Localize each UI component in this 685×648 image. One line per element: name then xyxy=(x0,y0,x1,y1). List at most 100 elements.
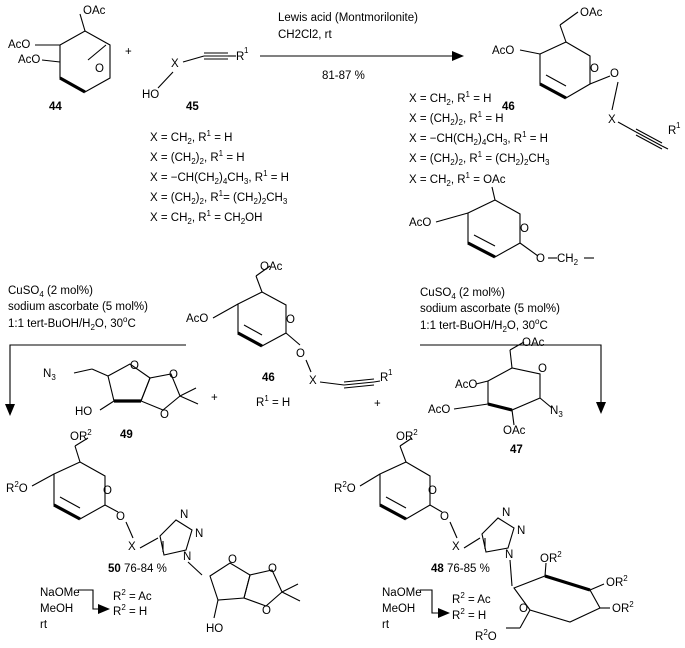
reagent-rt: rt xyxy=(382,619,390,631)
deprotection-right: NaOMe MeOH rt R2 = Ac R2 = H xyxy=(382,587,491,631)
compound-id-46: 46 xyxy=(502,101,515,113)
label-o-a: O xyxy=(268,563,277,575)
label-or2: OR2 xyxy=(70,428,92,443)
plus-sign-left: + xyxy=(211,392,218,404)
label-or2-a: OR2 xyxy=(540,550,562,565)
compound-id-45: 45 xyxy=(186,101,199,113)
label-aco-1: AcO xyxy=(8,39,30,51)
ring-oxygen: O xyxy=(538,363,547,375)
label-aco: AcO xyxy=(492,45,514,57)
label-n-3: N xyxy=(183,551,191,563)
conditions-right: CuSO4 (2 mol%) sodium ascorbate (5 mol%)… xyxy=(420,287,560,334)
reagent-naome: NaOMe xyxy=(382,587,422,599)
reagent-lewis-acid: Lewis acid (Montmorilonite) xyxy=(278,12,418,24)
label-aco: AcO xyxy=(409,217,431,229)
svg-text:1: 1 xyxy=(676,121,681,130)
label-aco-2: AcO xyxy=(428,404,450,416)
ring-oxygen: O xyxy=(286,314,295,326)
label-r: R xyxy=(236,51,244,63)
from-r2-ac: R2 = Ac xyxy=(113,588,152,603)
compound-48: OR2 R2O O O X N N N O OR2 OR2 OR2 R2O 48… xyxy=(334,428,634,643)
reagent-meoh: MeOH xyxy=(40,603,73,615)
condition-46-1: X = CH2, R1 = H xyxy=(409,90,491,107)
label-o-2: O xyxy=(160,409,169,421)
compound-47: OAc AcO AcO OAc O N3 47 xyxy=(428,337,563,456)
condition-46-4: X = (CH2)2, R1 = (CH2)2CH3 xyxy=(409,150,550,167)
to-r2-h: R2 = H xyxy=(452,607,486,622)
cond-right-3: 1:1 tert-BuOH/H2O, 30oC xyxy=(420,317,548,334)
label-n-2: N xyxy=(195,528,203,540)
compound-50-label: 50 76-84 % xyxy=(108,563,167,575)
reagent-naome: NaOMe xyxy=(40,587,80,599)
label-or2: OR2 xyxy=(396,428,418,443)
cond-right-2: sodium ascorbate (5 mol%) xyxy=(420,303,560,315)
label-x: X xyxy=(171,58,179,70)
label-o-1: O xyxy=(169,369,178,381)
compound-id-47: 47 xyxy=(510,444,523,456)
label-ch2: CH2 xyxy=(557,253,579,267)
cond-left-3: 1:1 tert-BuOH/H2O, 30oC xyxy=(8,315,136,332)
compound-46-middle: OAc AcO O O X R 1 46 R1 = H xyxy=(186,261,393,409)
label-r2o: R2O xyxy=(334,480,356,495)
label-aco: AcO xyxy=(186,313,208,325)
label-n3: N3 xyxy=(550,405,563,419)
compound-id-46: 46 xyxy=(262,372,275,384)
label-or2-c: OR2 xyxy=(612,600,634,615)
label-aco-1: AcO xyxy=(455,379,477,391)
label-n-3: N xyxy=(505,549,513,561)
condition-46-2: X = (CH2)2, R1 = H xyxy=(409,110,504,127)
condition-45-1: X = CH2, R1 = H xyxy=(150,129,232,146)
compound-id-49: 49 xyxy=(120,429,133,441)
compound-49: O O O N3 HO 49 xyxy=(43,360,199,441)
from-r2-ac: R2 = Ac xyxy=(452,591,491,606)
label-aco-2: AcO xyxy=(18,54,40,66)
compound-46-top: OAc AcO O O X R 1 46 xyxy=(492,7,681,150)
cond-right-1: CuSO4 (2 mol%) xyxy=(420,287,505,301)
arrow-left xyxy=(5,344,186,416)
compound-id-44: 44 xyxy=(49,101,62,113)
note-r1-h: R1 = H xyxy=(256,394,290,409)
compound-44: OAc AcO AcO O 44 xyxy=(8,5,111,113)
label-o: O xyxy=(610,68,619,80)
label-ho: HO xyxy=(75,406,92,418)
ring-oxygen: O xyxy=(590,63,599,75)
condition-46-3: X = −CH(CH2)4CH3, R1 = H xyxy=(409,130,548,147)
ring-oxygen: O xyxy=(130,360,139,372)
cond-left-1: CuSO4 (2 mol%) xyxy=(8,285,93,299)
label-x: X xyxy=(309,375,317,387)
label-oac: OAc xyxy=(83,5,106,17)
label-or2-b: OR2 xyxy=(606,574,628,589)
conditions-list-46: X = CH2, R1 = H X = (CH2)2, R1 = H X = −… xyxy=(409,90,550,188)
label-n-1: N xyxy=(502,507,510,519)
label-o: O xyxy=(116,511,125,523)
label-o-ether: O xyxy=(536,253,545,265)
compound-48-label: 48 76-85 % xyxy=(431,563,490,575)
reagent-solvent: CH2Cl2, rt xyxy=(278,29,332,41)
conditions-left: CuSO4 (2 mol%) sodium ascorbate (5 mol%)… xyxy=(8,285,148,332)
ring-oxygen: O xyxy=(428,485,437,497)
label-n3: N3 xyxy=(43,368,56,382)
arrow-right xyxy=(420,344,606,414)
ring-oxygen: O xyxy=(520,223,529,235)
label-x: X xyxy=(452,541,460,553)
svg-text:1: 1 xyxy=(388,368,393,377)
label-oac-2: OAc xyxy=(503,425,526,437)
ring-oxygen: O xyxy=(95,63,104,75)
condition-45-4: X = (CH2)2, R1= (CH2)2CH3 xyxy=(150,189,288,206)
compound-45: HO X R 1 45 xyxy=(142,46,249,113)
label-o: O xyxy=(440,511,449,523)
condition-45-2: X = (CH2)2, R1 = H xyxy=(150,149,245,166)
reagent-meoh: MeOH xyxy=(382,603,415,615)
arrow-top: Lewis acid (Montmorilonite) CH2Cl2, rt 8… xyxy=(260,12,464,82)
yield-top: 81-87 % xyxy=(322,70,365,82)
ring-oxygen: O xyxy=(103,485,112,497)
label-oac: OAc xyxy=(580,7,603,19)
plus-sign: + xyxy=(125,46,132,58)
glycal-ether-structure: AcO O O CH2 xyxy=(409,186,594,267)
condition-45-5: X = CH2, R1 = CH2OH xyxy=(150,209,262,226)
label-ho: HO xyxy=(206,623,223,635)
deprotection-left: NaOMe MeOH rt R2 = Ac R2 = H xyxy=(40,587,152,631)
reagent-rt: rt xyxy=(40,619,48,631)
condition-46-5: X = CH2, R1 = OAc xyxy=(409,171,506,188)
